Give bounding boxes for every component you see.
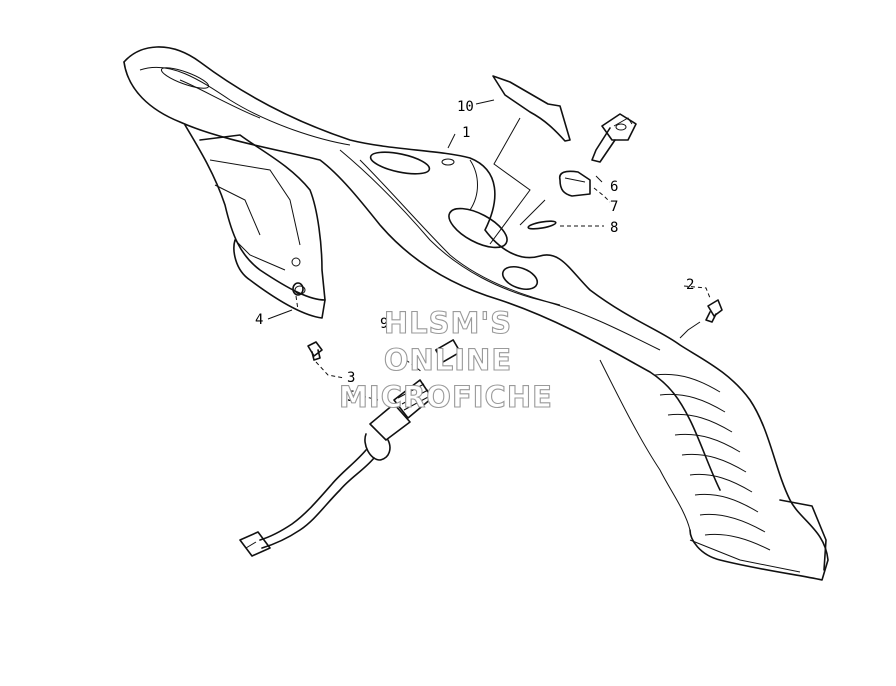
watermark-line-1: HLSM'S	[384, 306, 512, 340]
callout-8: 8	[610, 220, 618, 236]
screw-part-3	[307, 341, 323, 361]
watermark-line-2: ONLINE	[384, 343, 512, 377]
callout-labels: 1 2 3 4 5 6 7 8 9 10	[255, 99, 694, 405]
callout-6: 6	[610, 179, 618, 195]
leader-lines	[267, 99, 711, 401]
ring-nut-part	[527, 220, 557, 230]
screw-part-2	[705, 299, 723, 323]
decal-part	[492, 75, 571, 142]
ignition-key-part	[591, 113, 637, 163]
callout-9: 9	[380, 316, 388, 332]
callout-3: 3	[347, 370, 355, 386]
console-cover-part	[123, 46, 829, 581]
light-socket-assembly	[239, 339, 461, 557]
callout-5: 5	[347, 389, 355, 405]
watermark-line-3: MICROFICHE	[339, 380, 553, 414]
callout-7: 7	[610, 199, 618, 215]
callout-10: 10	[457, 99, 474, 115]
grommet-part	[292, 282, 304, 296]
callout-2: 2	[686, 277, 694, 293]
callout-1: 1	[462, 125, 470, 141]
callout-4: 4	[255, 312, 263, 328]
watermark: HLSM'S ONLINE MICROFICHE	[339, 305, 553, 414]
ignition-switch-part	[558, 170, 591, 197]
